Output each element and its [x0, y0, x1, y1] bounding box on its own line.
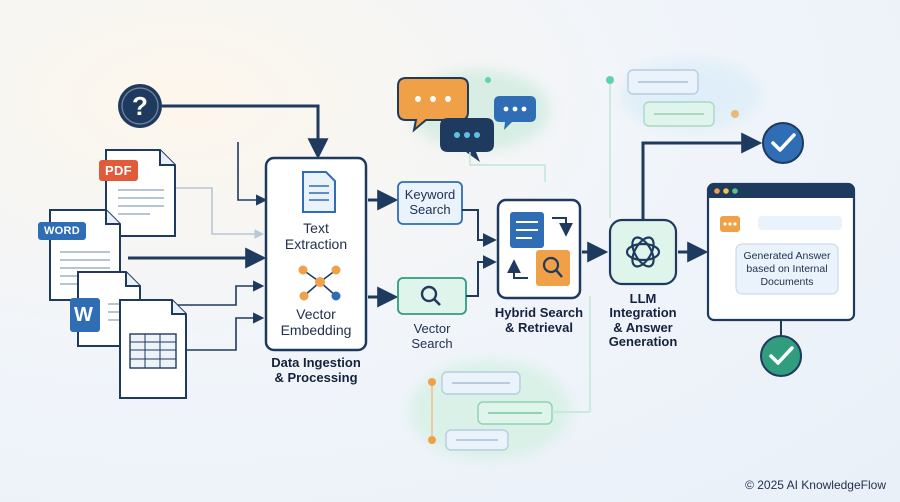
ingestion-caption: Data Ingestion & Processing	[271, 355, 361, 385]
copyright: © 2025 AI KnowledgeFlow	[745, 478, 886, 492]
answer-window	[706, 182, 856, 322]
check-icon-top	[762, 122, 804, 164]
vector-search-label: Vector Search	[411, 321, 453, 351]
llm-to-top-check	[641, 132, 763, 220]
refresh-arrows-icon	[507, 217, 573, 279]
thin-connector-4	[185, 312, 265, 351]
list-document-icon	[510, 212, 544, 248]
vector-embedding-label: Vector Embedding	[280, 306, 352, 339]
pdf-badge: PDF	[99, 160, 138, 181]
generated-answer-text: Generated Answer based on Internal Docum…	[743, 250, 831, 289]
thin-connector-2	[175, 187, 264, 239]
text-extraction-label: Text Extraction	[284, 220, 348, 253]
text-document-icon	[302, 171, 336, 213]
hybrid-caption: Hybrid Search & Retrieval	[494, 305, 584, 335]
vector-to-hybrid	[466, 255, 497, 297]
check-icon-bottom	[760, 335, 802, 377]
ai-knot-icon	[625, 236, 661, 268]
question-icon: ?	[118, 84, 162, 128]
search-result-icon	[536, 250, 570, 286]
llm-box	[608, 218, 678, 286]
chat-bubbles-top	[397, 77, 546, 182]
chat-bubbles-top-right	[606, 69, 739, 218]
keyword-search-label: Keyword Search	[404, 187, 456, 217]
thin-connector-1	[237, 142, 268, 206]
w-letter: W	[74, 304, 94, 326]
question-arrow	[162, 104, 329, 160]
question-glyph: ?	[132, 91, 148, 121]
chat-bubbles-bottom	[428, 296, 591, 451]
thin-connector-3	[138, 280, 265, 306]
word-badge: WORD	[38, 222, 87, 240]
document-spreadsheet	[119, 299, 187, 399]
ingestion-box	[264, 156, 368, 352]
vector-search-box	[397, 277, 467, 315]
keyword-search-box	[397, 181, 463, 225]
magnifier-icon	[420, 285, 441, 306]
keyword-to-hybrid	[462, 209, 497, 247]
vector-network-icon	[298, 265, 341, 301]
llm-caption: LLM Integration & Answer Generation	[608, 291, 678, 349]
